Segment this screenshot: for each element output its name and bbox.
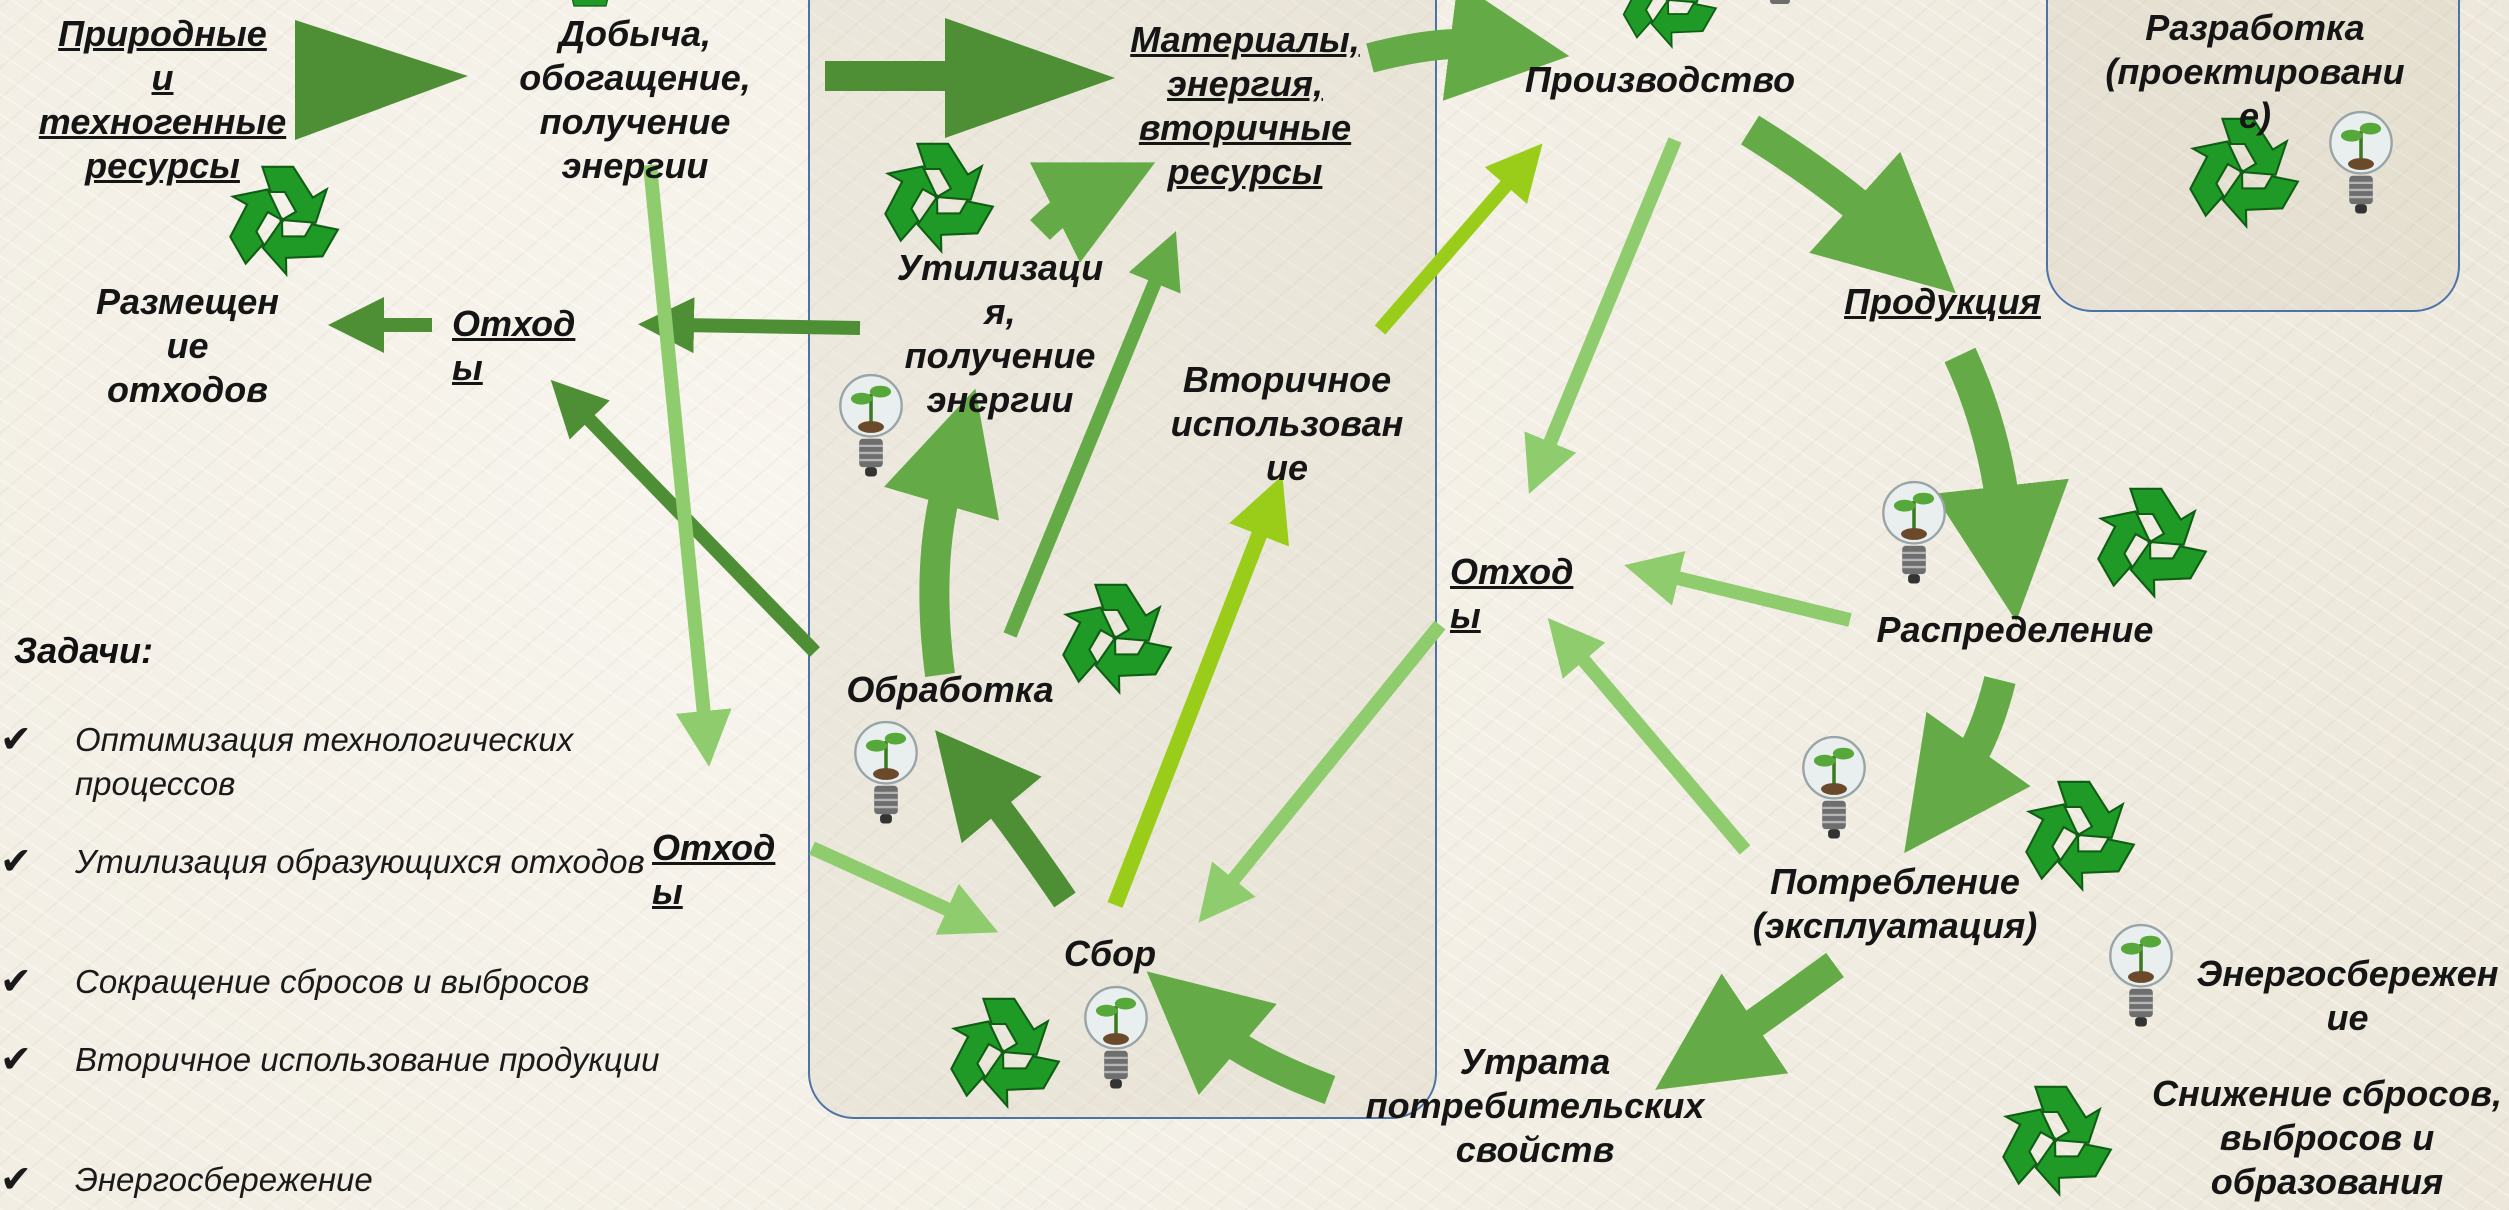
check-icon: ✔ — [0, 1159, 32, 1201]
node-consumption: Потребление (эксплуатация) — [1752, 861, 2038, 946]
arrow-distribution-waste-mid — [1624, 551, 1852, 627]
node-loss: Утрата потребительских свойств — [1365, 1041, 1705, 1170]
check-icon: ✔ — [0, 841, 32, 883]
lightbulb-plant-icon — [2329, 110, 2393, 214]
recycle-icon — [2025, 780, 2136, 893]
node-production: Производство — [1524, 59, 1796, 100]
check-icon: ✔ — [0, 1039, 32, 1081]
legend-emission-reduction: Снижение сбросов, выбросов и образования — [2151, 1073, 2503, 1202]
lightbulb-plant-icon — [2109, 923, 2173, 1027]
arrow-collection-processing — [935, 730, 1076, 908]
node-design: Разработка (проектировани е) — [2105, 7, 2405, 136]
arrow-utilization-materials — [1029, 162, 1156, 263]
arrow-production-waste-mid — [1524, 137, 1682, 494]
arrow-materials-production — [1366, 0, 1570, 101]
arrow-waste-low-collection — [809, 841, 999, 935]
lightbulb-plant-icon — [854, 720, 918, 824]
arrow-secondary-production — [1374, 143, 1543, 335]
arrow-processing-utilization — [883, 388, 1000, 677]
arrow-consumption-waste-mid — [1547, 617, 1751, 855]
node-product: Продукция — [1844, 281, 2041, 322]
node-processing: Обработка — [846, 669, 1054, 710]
arrow-waste-mid-collection — [1198, 620, 1446, 923]
node-secondary-use: Вторичное использован ие — [1170, 359, 1404, 488]
arrow-consumption-loss — [1655, 952, 1844, 1090]
lightbulb-plant-icon — [1770, 0, 1790, 4]
arrow-processing-waste-left — [550, 379, 821, 657]
arrow-product-distribution — [1933, 347, 2069, 622]
arrow-extraction-waste-low — [643, 164, 732, 767]
node-waste-low: Отход ы — [652, 827, 776, 912]
node-resources: Природные и техногенные ресурсы — [38, 13, 287, 186]
check-icon: ✔ — [0, 719, 32, 761]
arrow-distribution-consumption — [1904, 676, 2031, 854]
tasks-title: Задачи: — [14, 630, 154, 671]
recycle-icon — [950, 997, 1061, 1110]
recycle-icon — [229, 165, 340, 278]
recycle-icon — [2189, 117, 2300, 230]
arrow-production-product — [1740, 115, 1956, 294]
node-utilization: Утилизаци я, получение энергии — [896, 247, 1104, 420]
node-materials: Материалы, энергия, вторичные ресурсы — [1130, 19, 1360, 192]
node-waste-left: Отход ы — [452, 303, 576, 388]
node-waste-mid: Отход ы — [1450, 551, 1574, 636]
arrow-processing-materials — [1003, 231, 1181, 638]
legend-energy-saving: Энергосбережен ие — [2196, 953, 2499, 1038]
arrow-utilization-waste-left — [638, 297, 861, 354]
arrow-resources-extraction — [295, 20, 468, 140]
check-icon: ✔ — [0, 961, 32, 1003]
node-collection: Сбор — [1063, 933, 1157, 974]
lightbulb-plant-icon — [839, 373, 903, 477]
lightbulb-plant-icon — [1084, 985, 1148, 1089]
recycle-icon — [1062, 583, 1173, 696]
node-placement: Размещен ие отходов — [95, 281, 280, 410]
recycle-icon — [2097, 487, 2208, 600]
lightbulb-plant-icon — [1802, 735, 1866, 839]
recycle-icon — [884, 142, 995, 255]
node-extraction: Добыча, обогащение, получение энергии — [519, 13, 751, 186]
arrow-collection-secondary — [1107, 475, 1290, 908]
recycle-icon — [571, 0, 609, 7]
recycle-icon — [2002, 1085, 2113, 1198]
lightbulb-plant-icon — [1882, 480, 1946, 584]
node-distribution: Распределение — [1876, 609, 2154, 650]
arrow-loss-collection — [1146, 971, 1336, 1105]
recycle-icon — [1622, 0, 1718, 49]
